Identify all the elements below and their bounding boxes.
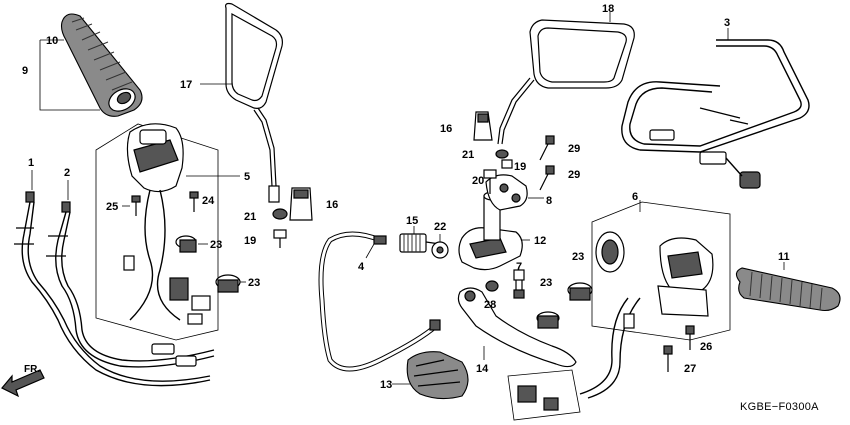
throttle-cable-3 [621,39,810,189]
switch-connector [507,369,581,421]
callout-1: 1 [28,157,34,169]
callout-23-left-upper: 23 [210,239,222,251]
callout-23-left-lower: 23 [248,277,260,289]
callout-2: 2 [64,167,70,179]
right-grip [735,267,841,312]
callout-8: 8 [546,195,552,207]
callout-21-left: 21 [244,211,256,223]
callout-7: 7 [516,261,522,273]
callout-12: 12 [534,235,546,247]
locknut-22 [431,241,449,259]
nut-21-right [495,149,509,159]
screw-25 [131,195,141,216]
callout-23-center: 23 [540,277,552,289]
callout-16-left: 16 [326,199,338,211]
callout-21-right: 21 [462,149,474,161]
callout-3: 3 [724,17,730,29]
clamp-band-23-right-upper [567,282,593,301]
bolt-20 [483,169,497,194]
callout-19-right: 19 [514,161,526,173]
clamp-band-23-left-upper [175,235,197,253]
screw-29-upper [539,135,555,161]
clamp-band-23-left-lower [215,274,241,293]
mirror-bracket-8 [485,174,528,211]
callout-9: 9 [22,65,28,77]
screw-27 [663,345,673,372]
callout-23-right-upper: 23 [572,251,584,263]
callout-25: 25 [106,201,118,213]
left-grip [60,13,143,117]
left-mirror [225,2,283,203]
right-mirror [497,19,635,145]
nut-21-left [272,208,288,220]
screw-26 [685,325,695,350]
callout-18: 18 [602,3,614,15]
callout-19-left: 19 [244,235,256,247]
callout-22: 22 [434,221,446,233]
brake-lever-14 [457,287,577,368]
callout-16-right: 16 [440,123,452,135]
cable-4 [318,231,441,372]
callout-28: 28 [484,299,496,311]
callout-29-upper: 29 [568,143,580,155]
front-direction-arrow [1,369,45,398]
callout-5: 5 [244,171,250,183]
callout-20: 20 [472,175,484,187]
clamp-band-23-center [536,311,560,329]
callout-24: 24 [202,195,215,207]
callout-26: 26 [700,341,712,353]
callout-6: 6 [632,191,638,203]
rubber-boot-16-right [473,111,493,141]
callout-10: 10 [46,35,58,47]
adjuster-15 [399,233,441,253]
callout-29-lower: 29 [568,169,580,181]
callout-27: 27 [684,363,696,375]
bolt-19-left [273,229,287,248]
left-switch-housing [95,123,219,341]
screw-29-lower [539,165,555,191]
callout-bracket-9-10 [39,39,100,111]
callout-4: 4 [358,261,365,273]
callout-15: 15 [406,215,418,227]
right-switch-housing [579,201,731,399]
rubber-boot-16-left [289,187,313,221]
cable-1 [14,191,211,387]
nut-28 [485,280,499,292]
bolt-19-right [501,159,513,169]
screw-24 [189,191,199,212]
callout-13: 13 [380,379,392,391]
cable-2 [46,201,215,368]
lever-cover-13 [406,351,469,400]
callout-17: 17 [180,79,192,91]
front-direction-label: FR. [24,364,40,375]
diagram-code: KGBE−F0300A [740,401,819,413]
pivot-bolt-7 [513,269,525,299]
callout-11: 11 [778,251,790,263]
callout-14: 14 [476,363,489,375]
